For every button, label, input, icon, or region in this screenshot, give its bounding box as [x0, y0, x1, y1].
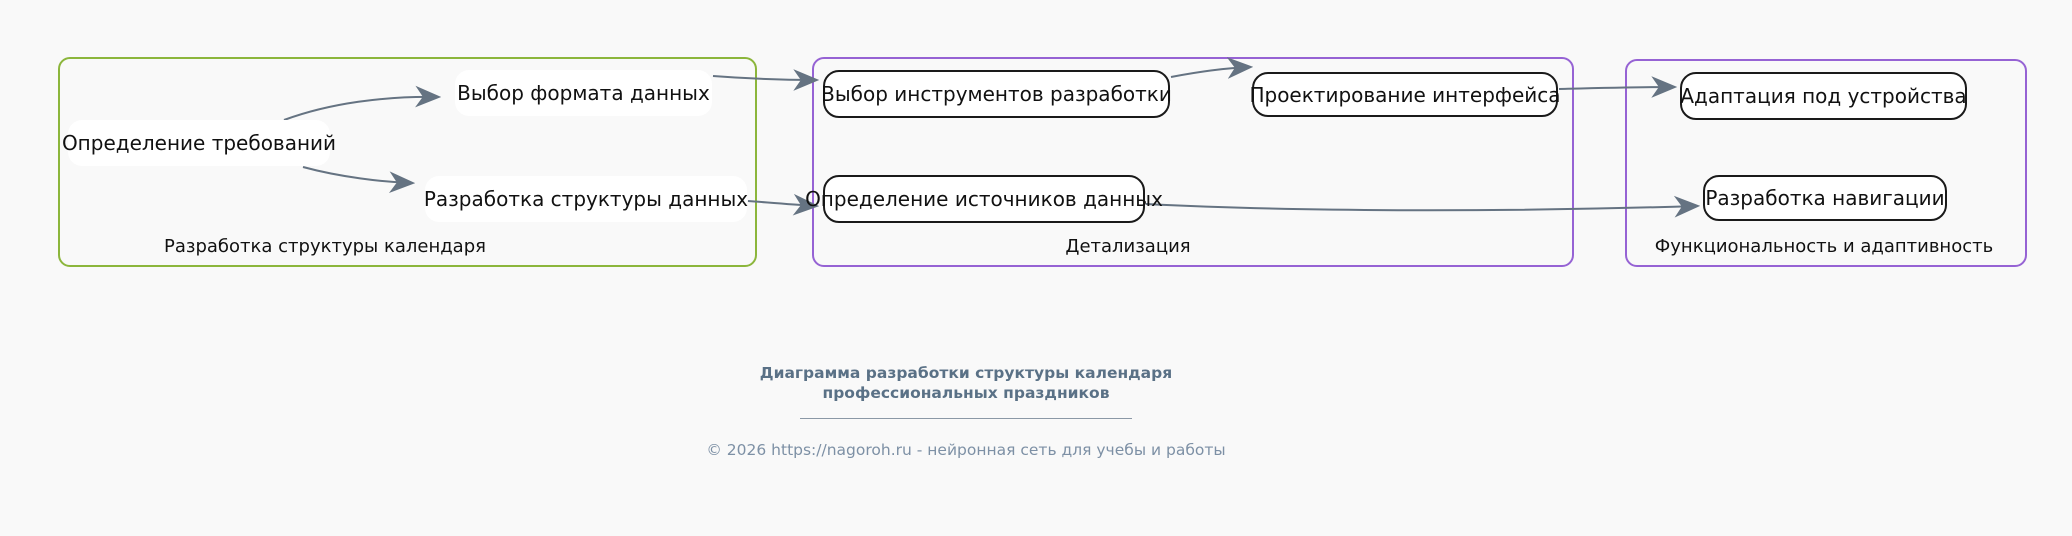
group-calendar-structure [58, 57, 757, 267]
group-detailing [812, 57, 1574, 267]
edge-sources-to-navigation [1145, 195, 1701, 218]
diagram-title: Диаграмма разработки структуры календаря… [760, 363, 1172, 403]
node-proektirovanie-interfeysa: Проектирование интерфейса [1249, 72, 1561, 117]
node-adaptaciya-pod-ustroystva: Адаптация под устройства [1680, 72, 1967, 120]
diagram-title-line1: Диаграмма разработки структуры календаря [759, 364, 1173, 382]
node-vybor-formata-dannyh: Выбор формата данных [455, 70, 712, 116]
node-razrabotka-navigacii: Разработка навигации [1703, 175, 1947, 221]
edge-format-to-tools [712, 69, 820, 91]
group-label-detailing: Детализация [1065, 236, 1191, 257]
node-razrabotka-struktury-dannyh: Разработка структуры данных [424, 176, 748, 222]
node-opredelenie-istochnikov-dannyh: Определение источников данных [805, 175, 1163, 223]
edge-requirements-to-structure [302, 166, 416, 194]
node-opredelenie-trebovaniy: Определение требований [62, 120, 336, 166]
copyright-footer: © 2026 https://nagoroh.ru - нейронная се… [706, 441, 1226, 459]
edge-interface-to-devices [1558, 76, 1678, 98]
group-label-calendar-structure: Разработка структуры календаря [164, 236, 486, 257]
edge-tools-to-interface [1170, 57, 1254, 79]
edge-requirements-to-format [283, 85, 442, 121]
group-label-functionality-adaptivity: Функциональность и адаптивность [1654, 236, 1994, 257]
group-functionality-adaptivity [1625, 59, 2027, 267]
title-divider [800, 418, 1132, 419]
diagram-title-line2: профессиональных праздников [822, 384, 1110, 402]
edge-structure-to-sources [747, 193, 820, 216]
node-vybor-instrumentov-razrabotki: Выбор инструментов разработки [821, 70, 1172, 118]
